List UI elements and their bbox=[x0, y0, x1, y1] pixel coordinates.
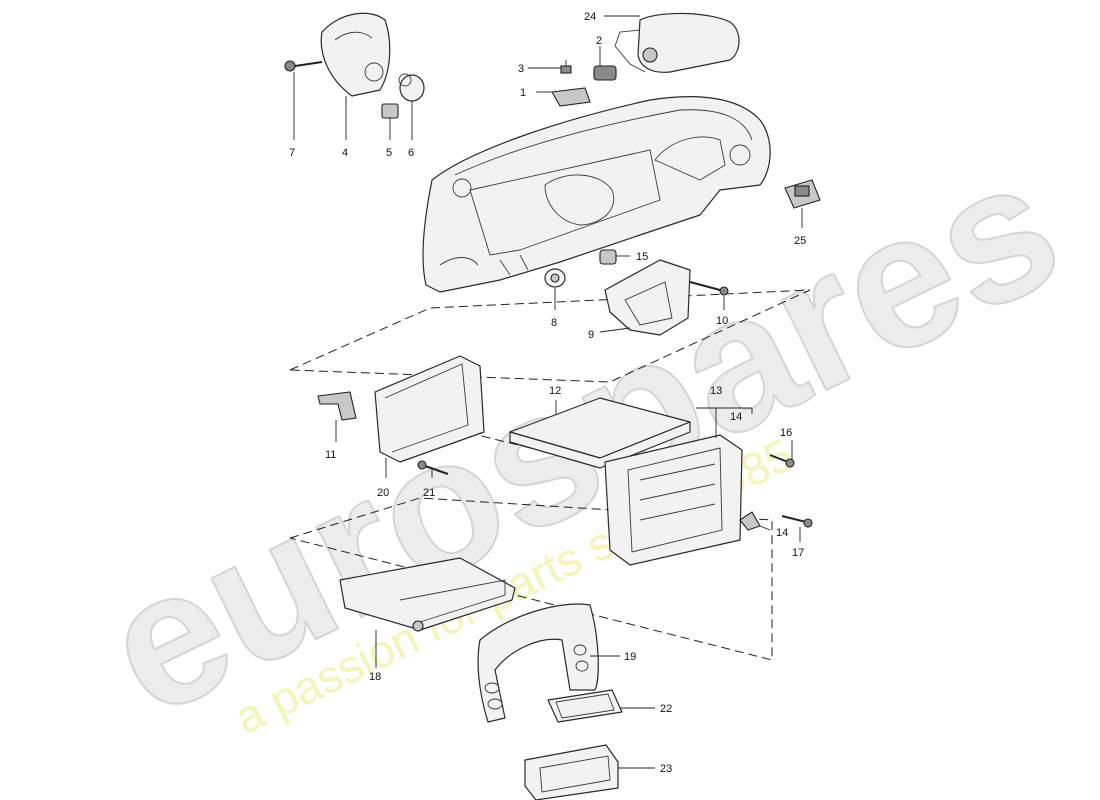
part-10-screw bbox=[689, 281, 729, 296]
part-4-side-vent-trim bbox=[320, 12, 391, 97]
part-24-airbag-module bbox=[614, 12, 740, 73]
part-8-grommet bbox=[544, 268, 566, 288]
callout-22: 22 bbox=[660, 703, 672, 715]
callout-19: 19 bbox=[624, 651, 636, 663]
callout-15: 15 bbox=[636, 251, 648, 263]
part-13-right-frame bbox=[604, 434, 743, 566]
part-9-console-bracket bbox=[604, 259, 691, 336]
part-23-storage-tray bbox=[524, 744, 619, 800]
callout-1: 1 bbox=[520, 87, 526, 99]
callout-25: 25 bbox=[794, 235, 806, 247]
part-17-screw bbox=[781, 515, 813, 528]
part-20-left-frame bbox=[374, 355, 485, 463]
callout-20: 20 bbox=[377, 487, 389, 499]
callout-16: 16 bbox=[780, 427, 792, 439]
callout-17: 17 bbox=[792, 547, 804, 559]
part-19-center-bezel bbox=[477, 603, 599, 723]
callout-4: 4 bbox=[342, 147, 348, 159]
callout-5: 5 bbox=[386, 147, 392, 159]
callout-3: 3 bbox=[518, 63, 524, 75]
callout-12: 12 bbox=[549, 385, 561, 397]
callout-9: 9 bbox=[588, 329, 594, 341]
part-7-screw bbox=[284, 60, 323, 72]
part-3-screw bbox=[560, 60, 572, 74]
callout-10: 10 bbox=[716, 315, 728, 327]
part-11-clip bbox=[317, 391, 357, 421]
callout-8: 8 bbox=[551, 317, 557, 329]
part-1-bracket bbox=[551, 87, 591, 107]
part-22-frame-insert bbox=[547, 689, 623, 723]
part-2-clip bbox=[593, 65, 617, 81]
lower-dashed-box bbox=[289, 497, 773, 661]
part-21-screw bbox=[417, 460, 449, 475]
callout-13: 13 bbox=[710, 385, 722, 397]
callout-24: 24 bbox=[584, 11, 596, 23]
callout-21: 21 bbox=[423, 487, 435, 499]
part-12-tray bbox=[509, 397, 691, 469]
part-5-clip bbox=[381, 103, 399, 119]
part-16-screw bbox=[769, 454, 795, 468]
callout-11: 11 bbox=[325, 449, 336, 461]
callout-labels: 1 2 3 24 7 4 5 6 25 15 8 9 10 11 20 21 1… bbox=[289, 11, 806, 775]
upper-dashed-box bbox=[289, 289, 811, 383]
part-15-clip bbox=[599, 249, 617, 265]
callout-14-top: 14 bbox=[730, 411, 742, 423]
callout-23: 23 bbox=[660, 763, 672, 775]
part-25-switch bbox=[784, 179, 821, 209]
callout-14-bottom: 14 bbox=[776, 527, 788, 539]
part-18-head-unit bbox=[339, 557, 516, 632]
callout-2: 2 bbox=[596, 35, 602, 47]
callout-18: 18 bbox=[369, 671, 381, 683]
callout-7: 7 bbox=[289, 147, 295, 159]
callout-6: 6 bbox=[408, 147, 414, 159]
part-14-clip bbox=[739, 511, 761, 531]
part-6-knob bbox=[398, 73, 425, 102]
leader-lines bbox=[293, 15, 803, 769]
dashboard-panel bbox=[422, 96, 771, 293]
